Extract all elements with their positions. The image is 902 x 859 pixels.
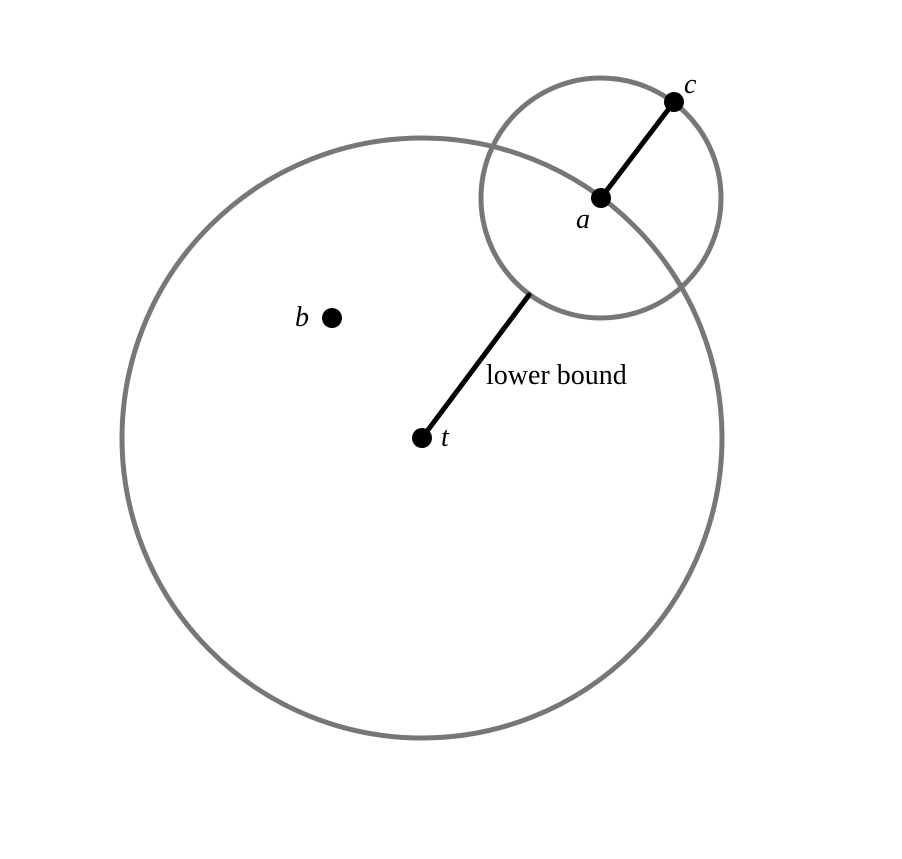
- large-circle: [119, 135, 725, 741]
- a-c-segment: [598, 99, 677, 201]
- label-lower-bound: lower bound: [486, 360, 627, 391]
- point-t: [412, 428, 432, 448]
- label-c: c: [684, 69, 697, 100]
- lower-bound-segment: [419, 292, 532, 441]
- label-t: t: [441, 422, 450, 453]
- point-a: [591, 188, 611, 208]
- point-c: [664, 92, 684, 112]
- label-b: b: [295, 302, 309, 333]
- point-b: [322, 308, 342, 328]
- label-a: a: [576, 204, 590, 235]
- small-circle: [478, 75, 724, 321]
